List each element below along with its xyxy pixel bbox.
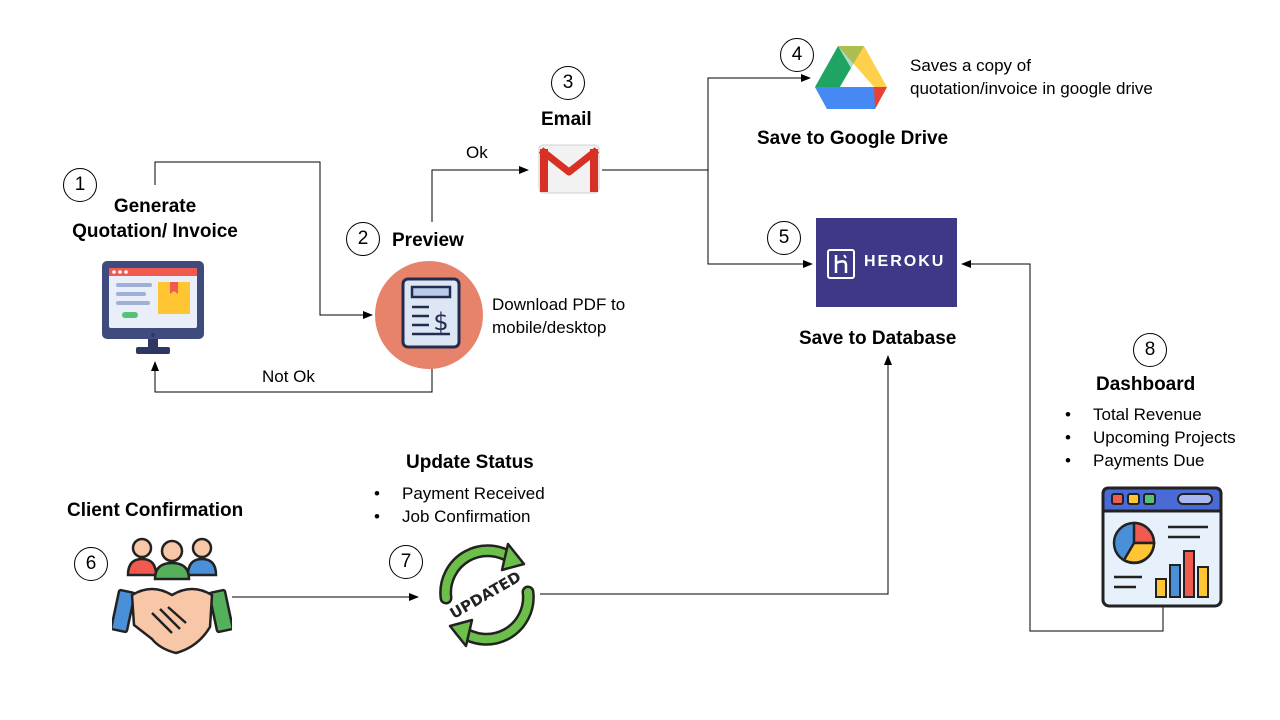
connector-preview-to-generate [151, 361, 433, 393]
step-8-title: Dashboard [1096, 374, 1196, 395]
step-3-number: 3 [551, 66, 585, 100]
step-8-item: Payments Due [1061, 449, 1236, 472]
step-2-note: Download PDF to mobile/desktop [492, 295, 626, 337]
step-4-note: Saves a copy of quotation/invoice in goo… [910, 56, 1153, 98]
connector-preview-to-email [431, 166, 529, 222]
step-6-number: 6 [74, 547, 108, 581]
step-1-number: 1 [63, 168, 97, 202]
step-8-item: Upcoming Projects [1061, 426, 1236, 449]
step-7-item: Payment Received [370, 482, 545, 505]
step-1-title: Generate Quotation/ Invoice [72, 196, 238, 242]
connector-generate-to-preview [154, 161, 373, 319]
step-8-number: 8 [1133, 333, 1167, 367]
dashboard-chart-icon [1101, 486, 1223, 608]
step-7-title: Update Status [406, 452, 534, 473]
handshake-people-icon [112, 537, 232, 655]
google-drive-icon [815, 46, 887, 109]
step-8-item: Total Revenue [1061, 403, 1236, 426]
step-7-list: Payment Received Job Confirmation [370, 482, 545, 528]
edge-label-ok: Ok [466, 143, 488, 162]
step-3-title: Email [541, 109, 592, 130]
step-6-title: Client Confirmation [67, 500, 244, 521]
connector-update-to-database [540, 355, 892, 595]
updated-refresh-icon: UPDATED [439, 542, 535, 648]
invoice-document-icon: $ [375, 261, 483, 369]
connector-to-heroku [707, 170, 813, 268]
svg-text:$: $ [433, 308, 448, 336]
step-4-title: Save to Google Drive [757, 128, 949, 149]
step-5-title: Save to Database [799, 328, 957, 349]
gmail-icon [538, 144, 600, 194]
updated-badge-text: UPDATED [447, 568, 524, 623]
connector-dashboard-to-heroku [961, 260, 1164, 632]
step-2-title: Preview [392, 230, 464, 251]
step-8-list: Total Revenue Upcoming Projects Payments… [1061, 403, 1236, 472]
heroku-wordmark: HEROKU [864, 253, 946, 270]
connector-to-drive [707, 74, 811, 170]
step-7-number: 7 [389, 545, 423, 579]
monitor-icon [102, 261, 204, 354]
edge-label-not-ok: Not Ok [262, 367, 315, 386]
step-2-number: 2 [346, 222, 380, 256]
step-4-number: 4 [780, 38, 814, 72]
heroku-h-icon [827, 249, 855, 279]
step-7-item: Job Confirmation [370, 505, 545, 528]
step-5-number: 5 [767, 221, 801, 255]
